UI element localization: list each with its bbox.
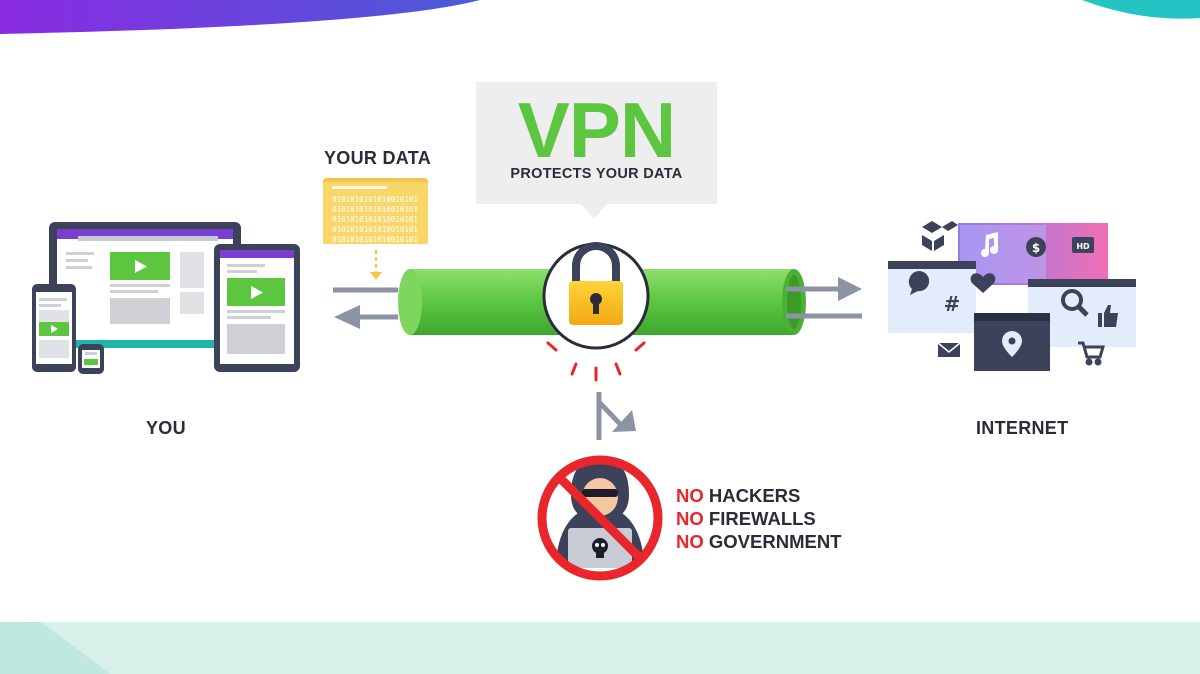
map-window (974, 313, 1050, 371)
vpn-callout (476, 82, 717, 204)
binary-line: 0101010101010010101 (332, 205, 418, 214)
right-arrows (786, 277, 862, 319)
dollar-icon (1026, 237, 1046, 257)
your-data-label: YOUR DATA (324, 148, 432, 168)
dropbox-icon (922, 221, 958, 251)
internet-illustration: $ HD # (888, 221, 1136, 371)
heart-icon (970, 273, 996, 293)
skull-icon (592, 538, 608, 554)
laptop-icon (35, 222, 255, 348)
top-purple-wave (0, 0, 480, 34)
blocked-list: NO HACKERS NO FIREWALLS NO GOVERNMENT (676, 484, 841, 553)
blocked-item: NO FIREWALLS (676, 508, 816, 529)
you-label: YOU (146, 418, 186, 438)
binary-line: 0101010101010010101 (332, 195, 418, 204)
callout-pointer (580, 203, 608, 219)
svg-text:HD: HD (1076, 242, 1090, 251)
search-icon (1061, 289, 1083, 311)
chat-icon (908, 271, 930, 295)
binary-line: 0101010101010010101 (332, 215, 418, 224)
mail-icon (937, 342, 961, 357)
hd-video-icon: HD (1072, 237, 1094, 253)
cart-icon (1078, 341, 1106, 366)
hashtag-icon: # (944, 292, 961, 316)
binary-line: 0101010101010010101 (332, 235, 418, 244)
internet-label: INTERNET (976, 418, 1069, 438)
smartwatch-icon (78, 344, 104, 374)
bottom-mint-band (0, 622, 1200, 674)
tablet-icon (214, 244, 300, 372)
top-teal-shape (1082, 0, 1200, 19)
blocked-item: NO GOVERNMENT (676, 531, 842, 552)
blocked-item: NO HACKERS (676, 485, 801, 506)
folder-icon: 0101010101010010101 0101010101010010101 … (323, 178, 428, 280)
music-icon (981, 232, 998, 257)
hacker-icon (537, 455, 663, 581)
thumbs-up-icon (1098, 305, 1118, 327)
devices-illustration (32, 222, 300, 374)
binary-line: 0101010101010010101 (332, 225, 418, 234)
vpn-subtitle: PROTECTS YOUR DATA (510, 166, 683, 182)
left-arrows (333, 287, 398, 329)
padlock-icon (542, 242, 650, 350)
phone-icon (32, 284, 76, 372)
deflect-arrow-icon (596, 392, 636, 440)
vpn-title: VPN (517, 86, 676, 174)
media-window: $ HD (958, 223, 1108, 285)
warning-rays (546, 341, 646, 382)
svg-text:$: $ (1032, 241, 1040, 255)
social-window: # (888, 261, 976, 333)
